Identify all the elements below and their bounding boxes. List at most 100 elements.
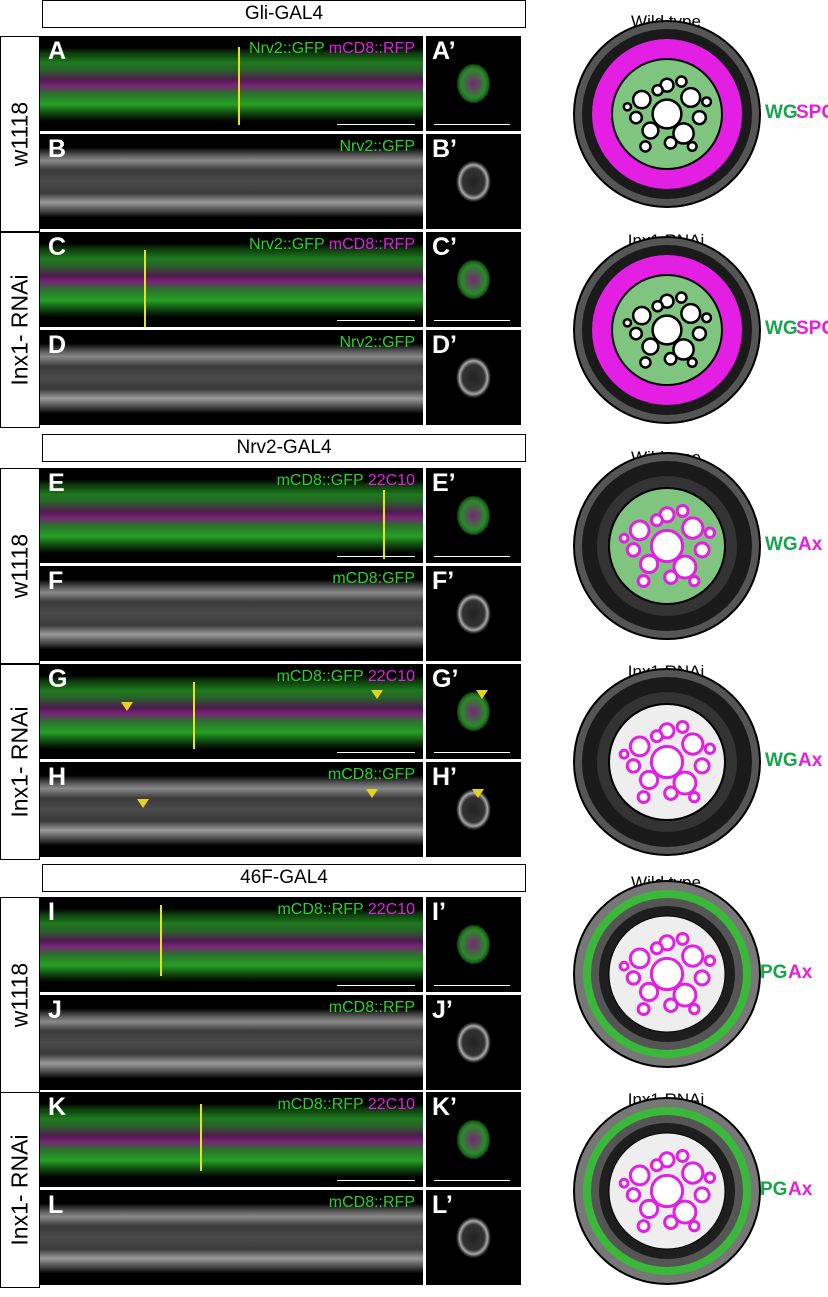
axon-bundle — [625, 758, 642, 774]
diagram-label-glia: WG — [765, 318, 798, 339]
nerve-schematic — [573, 1097, 761, 1285]
scale-bar — [434, 752, 510, 753]
axon-bundle — [688, 1002, 701, 1016]
axon-bundle — [649, 956, 685, 992]
axon-bundle — [675, 931, 690, 946]
scale-bar — [337, 1180, 415, 1181]
scale-bar — [337, 556, 415, 557]
channel-name: mCD8::GFP — [276, 472, 364, 489]
panel-letter: L — [48, 1191, 64, 1219]
diagram-label-glia: WG — [765, 750, 798, 771]
channel-name: mCD8::RFP — [277, 901, 364, 918]
axon-bundle — [628, 1164, 651, 1187]
axon-bundle — [649, 528, 685, 564]
channel-name: mCD8::GFP — [327, 766, 415, 783]
scale-bar — [434, 320, 510, 321]
channel-name: 22C10 — [363, 472, 415, 489]
axon-bundle — [681, 516, 705, 540]
panel-letter: H — [48, 763, 67, 791]
genotype-label: Inx1- RNAi — [0, 1092, 40, 1288]
axon-bundle — [631, 305, 652, 326]
axon-bundle — [672, 1199, 698, 1225]
axon-bundle — [688, 1219, 701, 1233]
axon-bundle — [618, 1177, 630, 1189]
diagram-label-marker: Ax — [788, 962, 813, 983]
axon-bundle — [638, 769, 660, 791]
cross-section-panel: C’ — [426, 232, 521, 327]
axon-bundle — [675, 1148, 690, 1163]
scale-bar — [337, 985, 415, 986]
axon-bundle — [638, 1198, 660, 1220]
axon-bundle — [672, 554, 698, 580]
axon-bundle — [703, 742, 717, 755]
section-plane-line — [160, 905, 162, 976]
axon-bundle — [639, 140, 652, 153]
cross-section-panel: B’ — [426, 134, 521, 229]
panel-letter: G’ — [432, 665, 459, 693]
axon-bundle — [693, 1186, 711, 1204]
micrograph-panel: C Nrv2::GFP mCD8::RFP — [40, 232, 423, 327]
genotype-label-text: w1118 — [6, 101, 33, 167]
section-plane-line — [238, 47, 240, 125]
channel-label: mCD8::RFP 22C10 — [277, 1096, 415, 1114]
panel-letter: I — [48, 898, 55, 926]
axon-bundle — [651, 299, 664, 313]
diagram-label-marker: Ax — [798, 750, 823, 771]
scale-bar — [434, 124, 510, 125]
axon-bundle — [703, 954, 717, 967]
channel-label: Nrv2::GFP mCD8::RFP — [249, 236, 415, 254]
axon-bundle — [649, 729, 664, 744]
diagram-label-marker: Ax — [788, 1179, 813, 1200]
panel-letter: F — [48, 567, 64, 595]
panel-letter: C — [48, 233, 67, 261]
genotype-label-text: Inx1- RNAi — [6, 706, 33, 818]
axon-bundle — [701, 312, 713, 324]
cross-section-panel: L’ — [426, 1190, 521, 1285]
axon-bundle — [649, 744, 685, 780]
panel-letter: L’ — [432, 1191, 453, 1219]
section-header: 46F-GAL4 — [42, 864, 526, 892]
genotype-label: w1118 — [0, 36, 40, 232]
axon-bundle — [622, 317, 633, 328]
cross-section-panel: I’ — [426, 897, 521, 992]
genotype-label-text: Inx1- RNAi — [6, 274, 33, 386]
channel-name: mCD8::GFP — [276, 668, 364, 685]
channel-name: Nrv2::GFP — [249, 236, 325, 253]
genotype-label: w1118 — [0, 897, 40, 1093]
nerve-schematic — [573, 20, 761, 208]
axon-bundle — [691, 109, 708, 126]
cross-section-panel: F’ — [426, 566, 521, 661]
channel-name: Nrv2::GFP — [339, 334, 415, 351]
axon-bundle — [686, 356, 698, 368]
panel-letter: F’ — [432, 567, 455, 595]
axon-bundle — [639, 356, 652, 369]
panel-letter: J — [48, 996, 62, 1024]
panel-letter: D — [48, 331, 67, 359]
axon-bundle — [625, 970, 642, 986]
axon-bundle — [629, 326, 644, 341]
axon-bundle — [672, 338, 695, 361]
section-plane-line — [144, 250, 146, 327]
arrowhead-marker — [366, 789, 378, 798]
section-plane-line — [383, 490, 385, 559]
axon-bundle — [641, 337, 660, 356]
axon-bundle — [649, 1158, 664, 1173]
axon-bundle — [681, 732, 705, 756]
axon-bundle — [663, 997, 679, 1013]
panel-letter: A — [48, 37, 67, 65]
axon-bundle — [625, 1187, 642, 1203]
genotype-label-text: w1118 — [6, 533, 33, 599]
axon-bundle — [618, 960, 630, 972]
axon-bundle — [703, 1171, 717, 1184]
axon-bundle — [649, 1173, 685, 1209]
axon-bundle — [672, 770, 698, 796]
panel-letter: I’ — [432, 898, 446, 926]
axon-bundle — [672, 122, 695, 145]
channel-label: mCD8:GFP — [332, 570, 415, 588]
